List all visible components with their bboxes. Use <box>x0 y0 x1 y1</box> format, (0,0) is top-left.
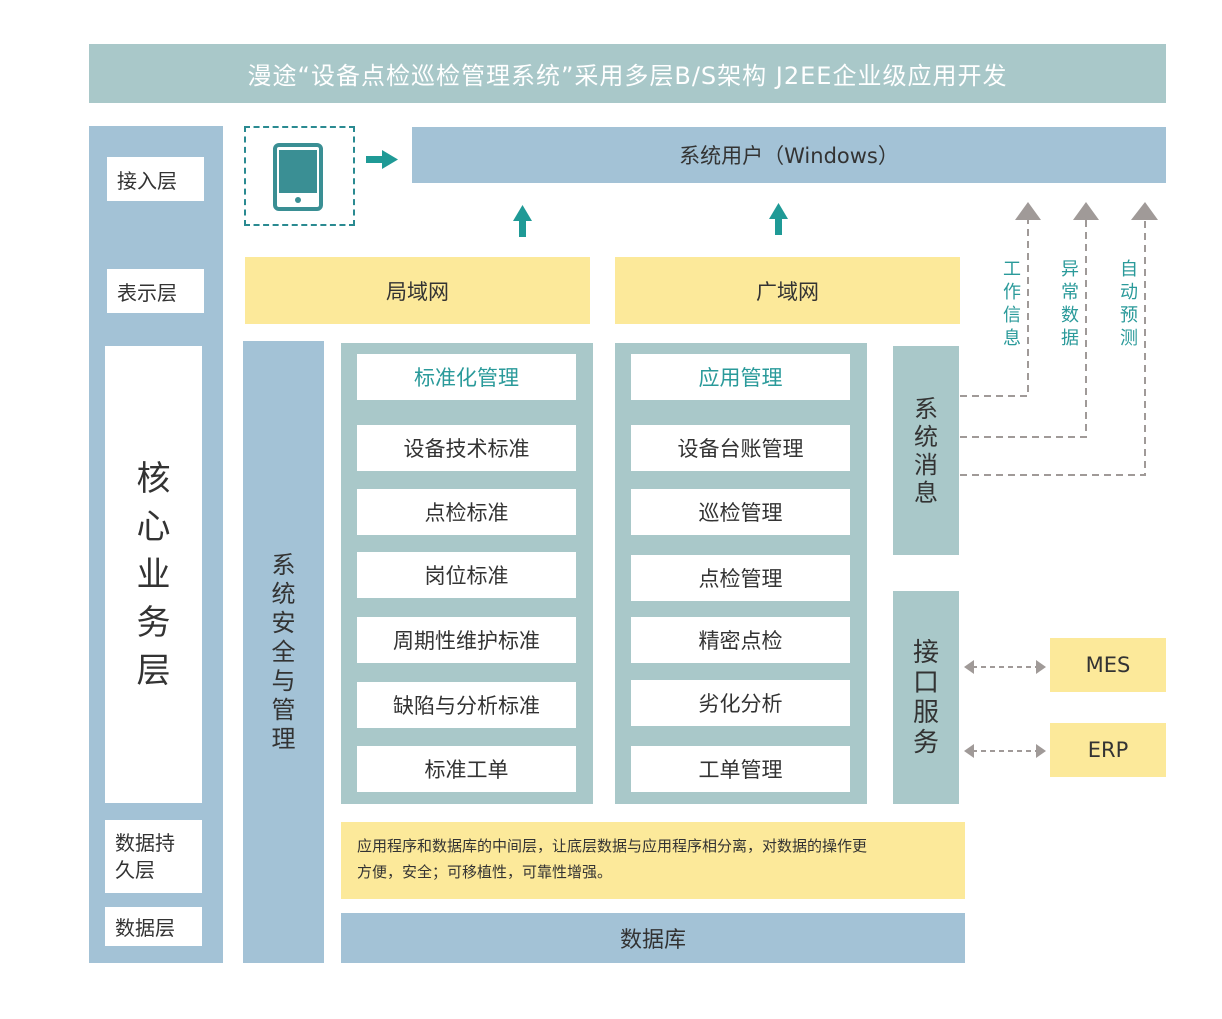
standard-item: 缺陷与分析标准 <box>357 682 576 728</box>
output-abnormal-data: 异 常 数 据 <box>1058 258 1082 350</box>
external-erp: ERP <box>1050 723 1166 777</box>
application-item: 工单管理 <box>631 746 850 792</box>
interface-char: 接 <box>912 637 939 668</box>
application-header: 应用管理 <box>631 354 850 400</box>
output-char: 数 <box>1061 305 1079 326</box>
standard-item: 点检标准 <box>357 489 576 535</box>
security-char: 全 <box>271 637 296 666</box>
output-auto-predict: 自 动 预 测 <box>1117 258 1141 350</box>
arrow-up-icon <box>513 205 532 237</box>
core-char: 业 <box>136 554 171 595</box>
triangle-up-icon <box>1015 202 1041 220</box>
message-char: 消 <box>914 450 938 479</box>
application-item: 精密点检 <box>631 617 850 663</box>
output-char: 作 <box>1003 282 1021 303</box>
interface-service-box: 接 口 服 务 <box>893 591 959 804</box>
standard-item: 标准工单 <box>357 746 576 792</box>
triangle-up-icon <box>1131 202 1158 220</box>
core-char: 心 <box>136 506 171 547</box>
message-char: 息 <box>914 478 938 507</box>
security-char: 统 <box>271 579 296 608</box>
output-char: 息 <box>1003 328 1021 349</box>
output-char: 据 <box>1061 328 1079 349</box>
security-char: 理 <box>271 724 296 753</box>
erp-bidirectional-arrow <box>964 744 1046 758</box>
layer-presentation: 表示层 <box>107 269 204 313</box>
persistence-line: 数据持 <box>115 830 175 855</box>
output-char: 预 <box>1120 305 1138 326</box>
external-mes: MES <box>1050 638 1166 692</box>
triangle-up-icon <box>1073 202 1099 220</box>
output-char: 测 <box>1120 328 1138 349</box>
security-char: 与 <box>271 666 296 695</box>
output-char: 信 <box>1003 305 1021 326</box>
output-char: 自 <box>1120 259 1138 280</box>
arrow-right-icon <box>366 150 398 169</box>
application-item: 点检管理 <box>631 555 850 601</box>
security-char: 安 <box>271 608 296 637</box>
output-char: 动 <box>1120 282 1138 303</box>
interface-char: 务 <box>912 727 939 758</box>
mes-bidirectional-arrow <box>964 660 1046 674</box>
application-item: 设备台账管理 <box>631 425 850 471</box>
output-char: 常 <box>1061 282 1079 303</box>
device-frame <box>244 126 355 226</box>
standard-item: 岗位标准 <box>357 552 576 598</box>
layer-access: 接入层 <box>107 157 204 201</box>
database-bar: 数据库 <box>341 913 965 963</box>
abnormal-data-connector <box>960 220 1087 438</box>
interface-char: 服 <box>912 697 939 728</box>
system-user-bar: 系统用户（Windows） <box>412 127 1166 183</box>
core-char: 层 <box>136 650 171 691</box>
output-char: 异 <box>1061 259 1079 280</box>
persistence-line: 久层 <box>115 857 155 882</box>
output-char: 工 <box>1003 259 1021 280</box>
interface-char: 口 <box>912 667 939 698</box>
layer-persistence: 数据持 久层 <box>105 820 202 893</box>
application-item: 劣化分析 <box>631 680 850 726</box>
tablet-home-button <box>295 197 301 203</box>
application-item: 巡检管理 <box>631 489 850 535</box>
work-info-connector <box>960 220 1029 397</box>
wan-box: 广域网 <box>615 257 960 324</box>
layer-core-business: 核 心 业 务 层 <box>105 346 202 803</box>
system-message-box: 系 统 消 息 <box>893 346 959 555</box>
security-char: 管 <box>271 695 296 724</box>
standard-item: 设备技术标准 <box>357 425 576 471</box>
tablet-icon <box>273 143 323 211</box>
message-char: 统 <box>914 422 938 451</box>
security-management-column: 系 统 安 全 与 管 理 <box>243 341 324 963</box>
message-char: 系 <box>914 394 938 423</box>
lan-box: 局域网 <box>245 257 590 324</box>
note-line: 应用程序和数据库的中间层，让底层数据与应用程序相分离，对数据的操作更 <box>357 837 868 855</box>
core-char: 务 <box>136 602 171 643</box>
title-banner: 漫途“设备点检巡检管理系统”采用多层B/S架构 J2EE企业级应用开发 <box>89 44 1166 103</box>
layer-data: 数据层 <box>105 907 202 946</box>
output-work-info: 工 作 信 息 <box>1000 258 1024 350</box>
standard-item: 周期性维护标准 <box>357 617 576 663</box>
standardization-header: 标准化管理 <box>357 354 576 400</box>
tablet-screen <box>279 150 317 193</box>
middleware-note: 应用程序和数据库的中间层，让底层数据与应用程序相分离，对数据的操作更 方便，安全… <box>341 822 965 899</box>
arrow-up-icon <box>769 203 788 235</box>
core-char: 核 <box>136 458 171 499</box>
note-line: 方便，安全；可移植性，可靠性增强。 <box>357 863 613 881</box>
security-char: 系 <box>271 550 296 579</box>
auto-predict-connector <box>960 220 1146 476</box>
